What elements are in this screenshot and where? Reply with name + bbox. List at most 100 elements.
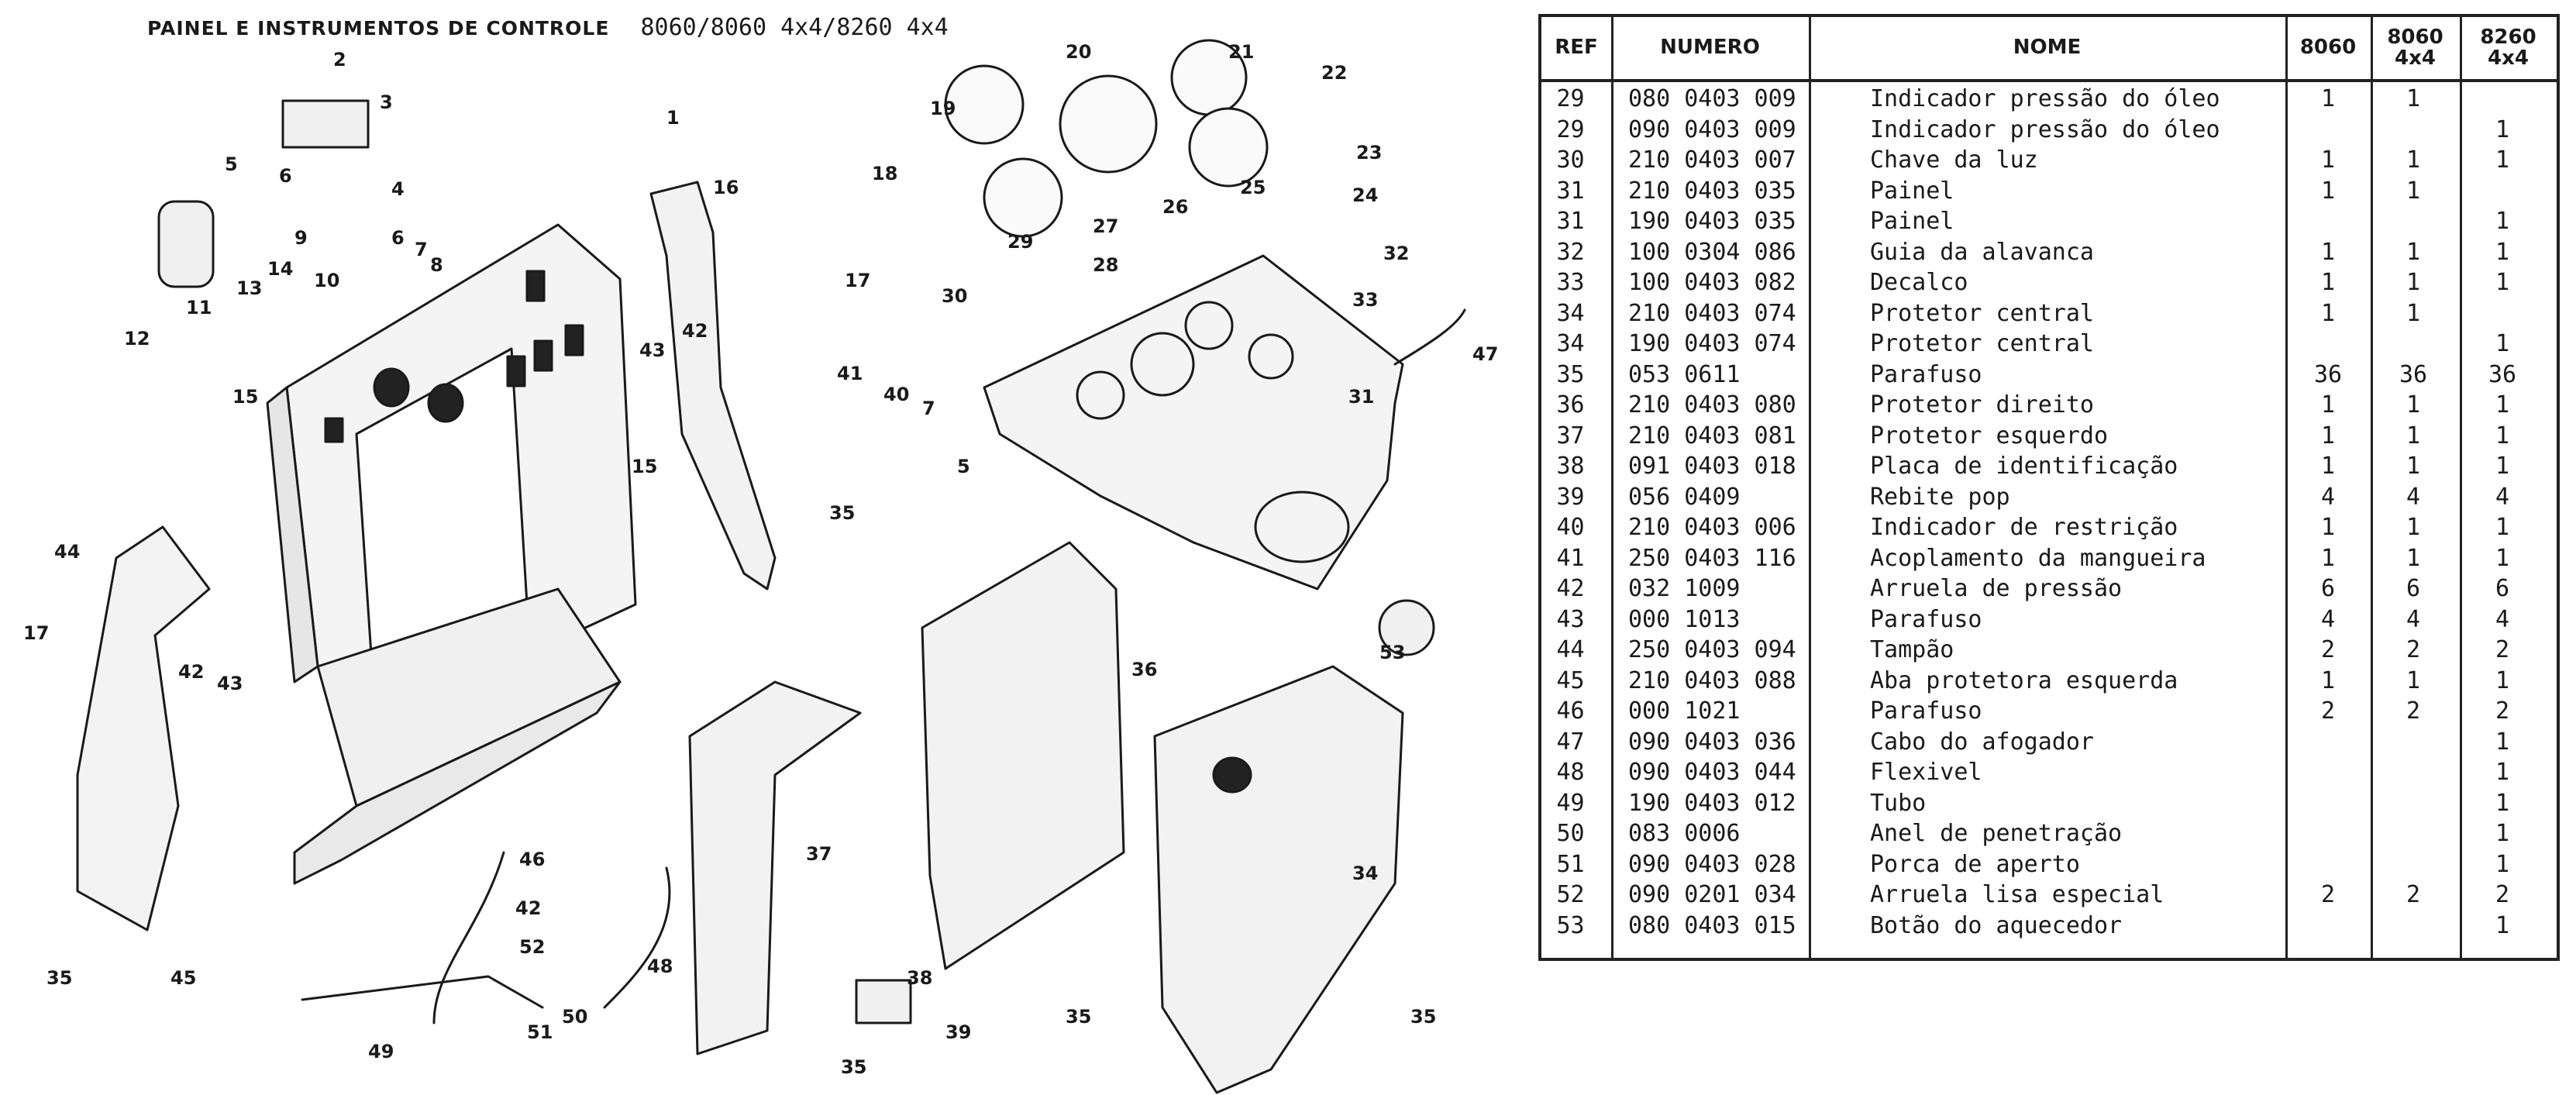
callout-label: 8 xyxy=(430,254,443,276)
callout-label: 15 xyxy=(232,386,259,408)
cell-numero: 210 0403 006 xyxy=(1628,514,1796,541)
callout-label: 27 xyxy=(1093,215,1119,237)
cell-numero: 210 0403 035 xyxy=(1628,177,1796,205)
cell-nome: Protetor central xyxy=(1870,330,2094,357)
callout-label: 7 xyxy=(415,239,428,260)
cell-qty-8260-4x4: 1 xyxy=(2495,728,2510,756)
cell-qty-8260-4x4: 1 xyxy=(2495,789,2510,817)
cell-ref: 39 xyxy=(1556,483,1585,511)
cell-qty-8260-4x4: 1 xyxy=(2495,759,2510,786)
cell-qty-8060-4x4: 1 xyxy=(2406,146,2421,174)
cell-qty-8060: 1 xyxy=(2320,514,2336,541)
cell-qty-8060-4x4: 1 xyxy=(2406,238,2421,266)
cell-ref: 30 xyxy=(1556,146,1585,174)
callout-label: 43 xyxy=(217,673,243,694)
cell-numero: 090 0403 044 xyxy=(1628,759,1796,786)
callout-label: 35 xyxy=(46,967,73,989)
cell-ref: 49 xyxy=(1556,789,1585,817)
callout-label: 51 xyxy=(527,1021,553,1043)
callout-label: 36 xyxy=(1131,659,1158,680)
cell-qty-8060-4x4: 6 xyxy=(2406,575,2421,602)
cell-qty-8260-4x4: 1 xyxy=(2495,544,2510,572)
callout-label: 17 xyxy=(845,270,871,291)
callout-label: 42 xyxy=(515,897,542,919)
cell-qty-8060: 1 xyxy=(2320,85,2336,112)
cell-qty-8060: 1 xyxy=(2320,666,2336,694)
cell-ref: 53 xyxy=(1556,911,1585,939)
callout-label: 2 xyxy=(333,49,346,71)
cell-numero: 053 0611 xyxy=(1628,360,1741,388)
table-row: 48 090 0403 044 Flexivel 1 xyxy=(1541,757,2557,788)
callout-label: 39 xyxy=(945,1021,972,1043)
cell-qty-8060-4x4: 1 xyxy=(2406,299,2421,327)
cell-nome: Chave da luz xyxy=(1870,146,2038,174)
header-model-line: 4x4 xyxy=(2488,46,2529,70)
cell-qty-8260-4x4: 1 xyxy=(2495,238,2510,266)
callout-label: 50 xyxy=(562,1006,588,1028)
cell-qty-8260-4x4: 4 xyxy=(2495,605,2510,633)
callout-label: 35 xyxy=(1410,1006,1437,1028)
callout-label: 11 xyxy=(186,297,212,319)
cell-ref: 48 xyxy=(1556,759,1585,786)
callout-label: 45 xyxy=(170,967,197,989)
cell-ref: 46 xyxy=(1556,697,1585,725)
cell-ref: 44 xyxy=(1556,636,1585,663)
cell-nome: Protetor esquerdo xyxy=(1870,422,2109,449)
cell-qty-8060: 2 xyxy=(2320,697,2336,725)
cell-qty-8060-4x4: 1 xyxy=(2406,391,2421,418)
cell-qty-8060-4x4: 1 xyxy=(2406,514,2421,541)
column-divider xyxy=(1809,17,1811,958)
cell-nome: Tubo xyxy=(1870,789,1927,817)
cell-qty-8260-4x4: 4 xyxy=(2495,483,2510,511)
cell-qty-8260-4x4: 1 xyxy=(2495,146,2510,174)
column-divider xyxy=(1611,17,1613,958)
header-model-line: 8260 xyxy=(2480,25,2536,49)
callout-label: 25 xyxy=(1240,177,1266,198)
callout-label: 3 xyxy=(380,91,393,113)
cell-qty-8060: 1 xyxy=(2320,146,2336,174)
cell-qty-8260-4x4: 1 xyxy=(2495,514,2510,541)
cell-ref: 36 xyxy=(1556,391,1585,418)
cell-nome: Arruela lisa especial xyxy=(1870,881,2164,908)
cell-numero: 080 0403 015 xyxy=(1628,911,1796,939)
callout-label: 42 xyxy=(682,320,708,342)
cell-numero: 090 0201 034 xyxy=(1628,881,1796,908)
cell-nome: Parafuso xyxy=(1870,697,1982,725)
cell-ref: 29 xyxy=(1556,85,1585,112)
cell-nome: Arruela de pressão xyxy=(1870,575,2123,602)
cell-ref: 32 xyxy=(1556,238,1585,266)
callout-label: 49 xyxy=(368,1041,394,1062)
cell-qty-8260-4x4: 2 xyxy=(2495,697,2510,725)
cell-ref: 52 xyxy=(1556,881,1585,908)
cell-numero: 190 0403 074 xyxy=(1628,330,1796,357)
cell-qty-8260-4x4: 1 xyxy=(2495,208,2510,235)
cell-nome: Rebite pop xyxy=(1870,483,2010,511)
cell-ref: 37 xyxy=(1556,422,1585,449)
callout-label: 40 xyxy=(883,384,910,405)
cell-numero: 210 0403 080 xyxy=(1628,391,1796,418)
cell-numero: 032 1009 xyxy=(1628,575,1741,602)
central-protector-part xyxy=(1153,665,1404,1094)
cell-nome: Flexivel xyxy=(1870,759,1982,786)
cell-ref: 34 xyxy=(1556,330,1585,357)
cell-nome: Indicador pressão do óleo xyxy=(1870,85,2220,112)
page-title-models: 8060/8060 4x4/8260 4x4 xyxy=(640,14,949,41)
cell-qty-8060-4x4: 1 xyxy=(2406,453,2421,480)
callout-label: 29 xyxy=(1007,231,1034,253)
callout-label: 35 xyxy=(1066,1006,1092,1028)
cell-qty-8260-4x4: 2 xyxy=(2495,636,2510,663)
callout-label: 12 xyxy=(124,328,150,350)
cell-nome: Painel xyxy=(1870,208,1954,235)
